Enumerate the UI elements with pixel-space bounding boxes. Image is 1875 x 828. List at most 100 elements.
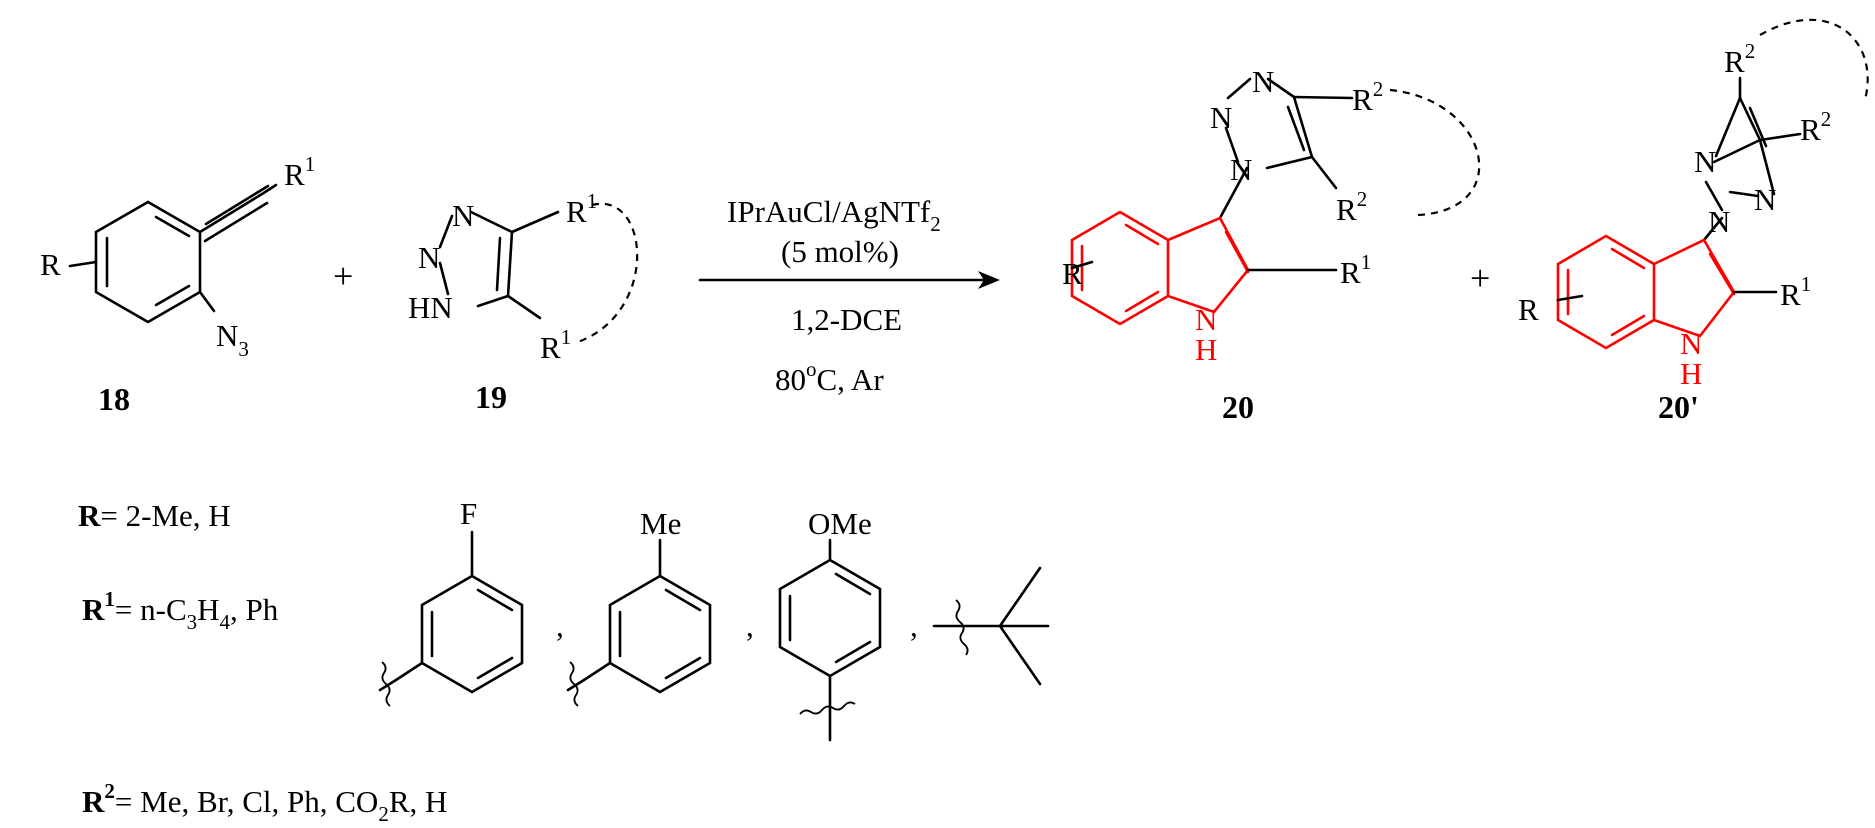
azide-bond [198,290,216,313]
triazole-ring-20p-b [1704,96,1742,212]
r2-bottom-label-20: R [1336,192,1357,227]
svg-text:R1: R1 [1780,272,1811,312]
r1-top-bond-19 [510,210,560,234]
n-to-indole-bond-20 [1218,166,1249,220]
plus-sign-1: + [333,256,353,296]
indole-nh-n-20p: N [1680,326,1702,361]
indole-nh-n-20: N [1195,302,1217,337]
alkyne-bond [198,183,278,243]
aryl-4-methoxyphenyl: OMe [778,506,882,742]
r1-legend-values: = n-C [115,592,187,627]
indole-nh-h-20: H [1195,332,1217,367]
reactant-19: N N HN R1 R1 19 [408,189,639,415]
r2-top-label-20: R [1352,82,1373,117]
indole-benzene-ring-20p [1556,234,1656,350]
aryl-3-methylphenyl: Me [566,506,712,707]
r2-top-bond-20 [1292,95,1354,100]
triazole-ring-19 [438,210,514,308]
r2-right-label-20p: R [1800,112,1821,147]
catalyst-loading: (5 mol%) [781,234,899,269]
aryl-me-label: Me [640,506,681,541]
indole-pyrrole-ring-20p [1652,238,1736,338]
svg-text:R1: R1 [540,325,571,365]
indole-pyrrole-ring-20 [1166,216,1250,314]
azide-label: N [216,318,238,353]
aryl-f-label: F [460,496,477,531]
r1-top-label-19: R [566,194,587,229]
r1-label-20: R [1340,255,1361,290]
r-substituent-bond [68,260,98,268]
indole-pyrrole-double-20p [1708,252,1736,296]
svg-text:N: N [1708,204,1730,239]
ring-fusion-dashed-arc-20p [1759,18,1869,101]
n-to-indole-bond-20p [1702,216,1724,242]
compound-number-20: 20 [1222,389,1254,425]
indole-nh-h-20p: H [1680,356,1702,391]
aryl-ome-label: OMe [808,506,872,541]
svg-text:IPrAuCl/AgNTf2: IPrAuCl/AgNTf2 [727,194,941,236]
triazole-n-labels-20: N [1252,64,1274,99]
triazole-n-top-19: N [452,198,474,233]
triazole-hn-19: HN [408,290,453,325]
plus-sign-2: + [1470,258,1490,298]
reaction-arrowhead [978,271,1000,289]
r2-legend-label: R [82,784,105,819]
r1-legend-label: R [82,592,105,627]
tert-butyl-group [932,566,1050,686]
comma-2: , [746,608,754,643]
svg-text:R2: R2 [1724,39,1755,79]
svg-text:N: N [1230,152,1252,187]
triazole-double-bond-20 [1286,105,1306,152]
indole-benzene-inner-20 [1080,223,1160,313]
svg-text:R2: R2 [1800,107,1831,147]
r-label-20p: R [1518,292,1539,327]
azide-sub: 3 [238,337,249,361]
comma-1: , [556,608,564,643]
triazole-n-left-19: N [418,240,440,275]
triazole-double-bond-19 [495,236,502,292]
aryl-3-fluorophenyl: F [378,496,524,707]
svg-text:R1: R1 [1340,250,1371,290]
r1-bottom-bond-19 [506,294,542,320]
indole-pyrrole-double-20 [1224,230,1250,274]
r1-bottom-label-19: R [540,330,561,365]
svg-text:R= 2-Me, H: R= 2-Me, H [78,498,231,533]
reaction-conditions: IPrAuCl/AgNTf2 (5 mol%) 1,2-DCE 80oC, Ar [698,194,1000,397]
svg-text:R2: R2 [1352,77,1383,117]
svg-text:N: N [1210,100,1232,135]
r-bond-20 [1070,260,1094,270]
svg-text:R2: R2 [1336,187,1367,227]
r-label-18: R [40,247,61,282]
temperature-label: 80 [775,362,806,397]
indole-benzene-ring-20 [1070,210,1170,326]
catalyst-label: IPrAuCl/AgNTf [727,194,931,229]
ring-fusion-dashed-arc-19 [574,202,639,345]
indole-benzene-inner-20p [1566,247,1646,337]
svg-text:80oC, Ar: 80oC, Ar [775,357,884,397]
substituent-legend: R= 2-Me, H R1= n-C3H4, Ph F , Me , [78,496,1050,826]
r2-legend-values: = Me, Br, Cl, Ph, CO [115,784,378,819]
r2-top-label-20p: R [1724,44,1745,79]
r1-label-20p: R [1780,277,1801,312]
r1-label-18: R [284,157,305,192]
r2-bottom-bond-20 [1310,155,1338,190]
triazole-ring-20 [1224,77,1314,170]
product-20-prime: R2 R2 N N N R R1 N H 20' [1518,18,1869,425]
svg-text:R1= n-C3H4, Ph: R1= n-C3H4, Ph [82,587,279,634]
r-label-20: R [1062,256,1083,291]
svg-text:R2= Me, Br, Cl, Ph, CO2R, H: R2= Me, Br, Cl, Ph, CO2R, H [82,779,447,826]
compound-number-18: 18 [98,381,130,417]
r1-sup-18: 1 [305,152,316,176]
svg-text:N3: N3 [216,318,249,361]
r-bond-20p [1556,294,1584,302]
comma-3: , [910,608,918,643]
svg-text:R1: R1 [284,152,315,192]
r2-right-bond-20p [1758,132,1802,142]
svg-text:R1: R1 [566,189,597,229]
benzene-inner-bonds-18 [105,215,191,307]
r-legend-values: = 2-Me, H [100,498,230,533]
svg-text:N: N [1754,182,1776,217]
benzene-ring-18 [94,200,202,324]
triazole-ring-20p [1712,96,1776,198]
